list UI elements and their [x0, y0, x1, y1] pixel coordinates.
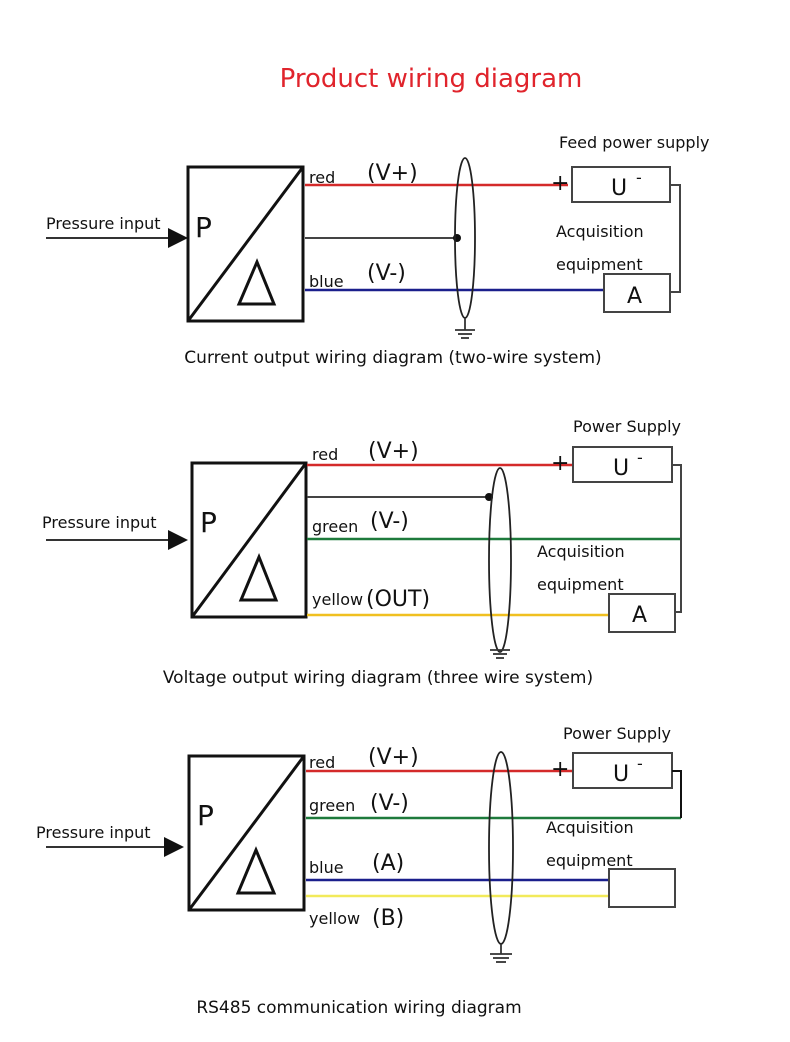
wire-label-blue: blue — [309, 858, 344, 877]
ammeter-box — [603, 273, 671, 313]
power-supply-box — [572, 752, 673, 789]
minus-sign: - — [637, 448, 643, 467]
pressure-input-label: Pressure input — [36, 823, 151, 842]
minus-sign: - — [637, 754, 643, 773]
transmitter-diagonal — [187, 755, 306, 911]
signal-label-vplus: (V+) — [368, 439, 419, 464]
supply-symbol: U — [613, 456, 629, 481]
acquisition-label-line1: Acquisition — [537, 542, 625, 561]
ammeter-box — [608, 593, 676, 633]
wire-label-red: red — [309, 753, 335, 772]
caption-current-output: Current output wiring diagram (two-wire … — [184, 348, 601, 368]
signal-label-out: (OUT) — [366, 587, 430, 612]
pressure-symbol: P — [200, 506, 217, 539]
wire-label-green: green — [309, 796, 355, 815]
minus-sign: - — [636, 168, 642, 187]
ammeter-symbol: A — [627, 284, 642, 309]
cable-shield-icon — [488, 467, 512, 653]
rs485-device-box — [608, 868, 676, 908]
wire-label-yellow: yellow — [312, 590, 363, 609]
wire-label-red: red — [312, 445, 338, 464]
cable-shield-icon — [488, 751, 514, 945]
pressure-input-label: Pressure input — [42, 513, 157, 532]
signal-label-b: (B) — [372, 906, 404, 931]
signal-label-vminus: (V-) — [367, 261, 406, 286]
acquisition-label-line2: equipment — [546, 851, 633, 870]
transmitter-diagonal — [190, 462, 308, 618]
caption-rs485: RS485 communication wiring diagram — [196, 998, 521, 1018]
diagram-current-output: Pressure input P red (V+) blue (V-) Feed… — [46, 133, 710, 368]
power-supply-box — [572, 446, 673, 483]
plus-sign: + — [551, 451, 569, 476]
signal-label-a: (A) — [372, 851, 404, 876]
transmitter-block: P — [187, 754, 306, 912]
wire-label-green: green — [312, 517, 358, 536]
loop-return-wire — [672, 464, 682, 613]
supply-label: Power Supply — [573, 417, 681, 436]
pressure-symbol: P — [195, 211, 212, 244]
supply-label: Feed power supply — [559, 133, 710, 152]
plus-sign: + — [551, 757, 569, 782]
ground-icon — [490, 944, 512, 963]
ammeter-symbol: A — [632, 603, 647, 628]
supply-symbol: U — [613, 762, 629, 787]
ground-icon — [455, 318, 475, 339]
signal-label-vminus: (V-) — [370, 791, 409, 816]
transmitter-diagonal — [186, 166, 305, 322]
acquisition-label-line2: equipment — [556, 255, 643, 274]
supply-symbol: U — [611, 176, 627, 201]
loop-return-wire — [670, 184, 681, 293]
page-title: Product wiring diagram — [280, 64, 583, 94]
transmitter-block: P — [190, 461, 308, 619]
caption-voltage-output: Voltage output wiring diagram (three wir… — [163, 668, 593, 688]
plus-sign: + — [551, 171, 569, 196]
supply-return-wire — [672, 770, 682, 818]
delta-triangle-icon — [235, 846, 277, 895]
pressure-input-label: Pressure input — [46, 214, 161, 233]
wire-label-blue: blue — [309, 272, 344, 291]
delta-triangle-icon — [236, 258, 277, 306]
diagram-rs485: Pressure input P red (V+) green (V-) blu… — [36, 724, 682, 1018]
pressure-symbol: P — [197, 799, 214, 832]
wire-label-red: red — [309, 168, 335, 187]
signal-label-vplus: (V+) — [368, 745, 419, 770]
diagram-voltage-output: Pressure input P red (V+) green (V-) yel… — [42, 417, 682, 688]
transmitter-block: P — [186, 165, 305, 323]
ground-icon — [490, 649, 510, 659]
delta-triangle-icon — [238, 553, 279, 602]
signal-label-vminus: (V-) — [370, 509, 409, 534]
wire-label-yellow: yellow — [309, 909, 360, 928]
supply-label: Power Supply — [563, 724, 671, 743]
acquisition-label-line2: equipment — [537, 575, 624, 594]
acquisition-label-line1: Acquisition — [546, 818, 634, 837]
signal-label-vplus: (V+) — [367, 161, 418, 186]
acquisition-label-line1: Acquisition — [556, 222, 644, 241]
power-supply-box — [571, 166, 671, 203]
